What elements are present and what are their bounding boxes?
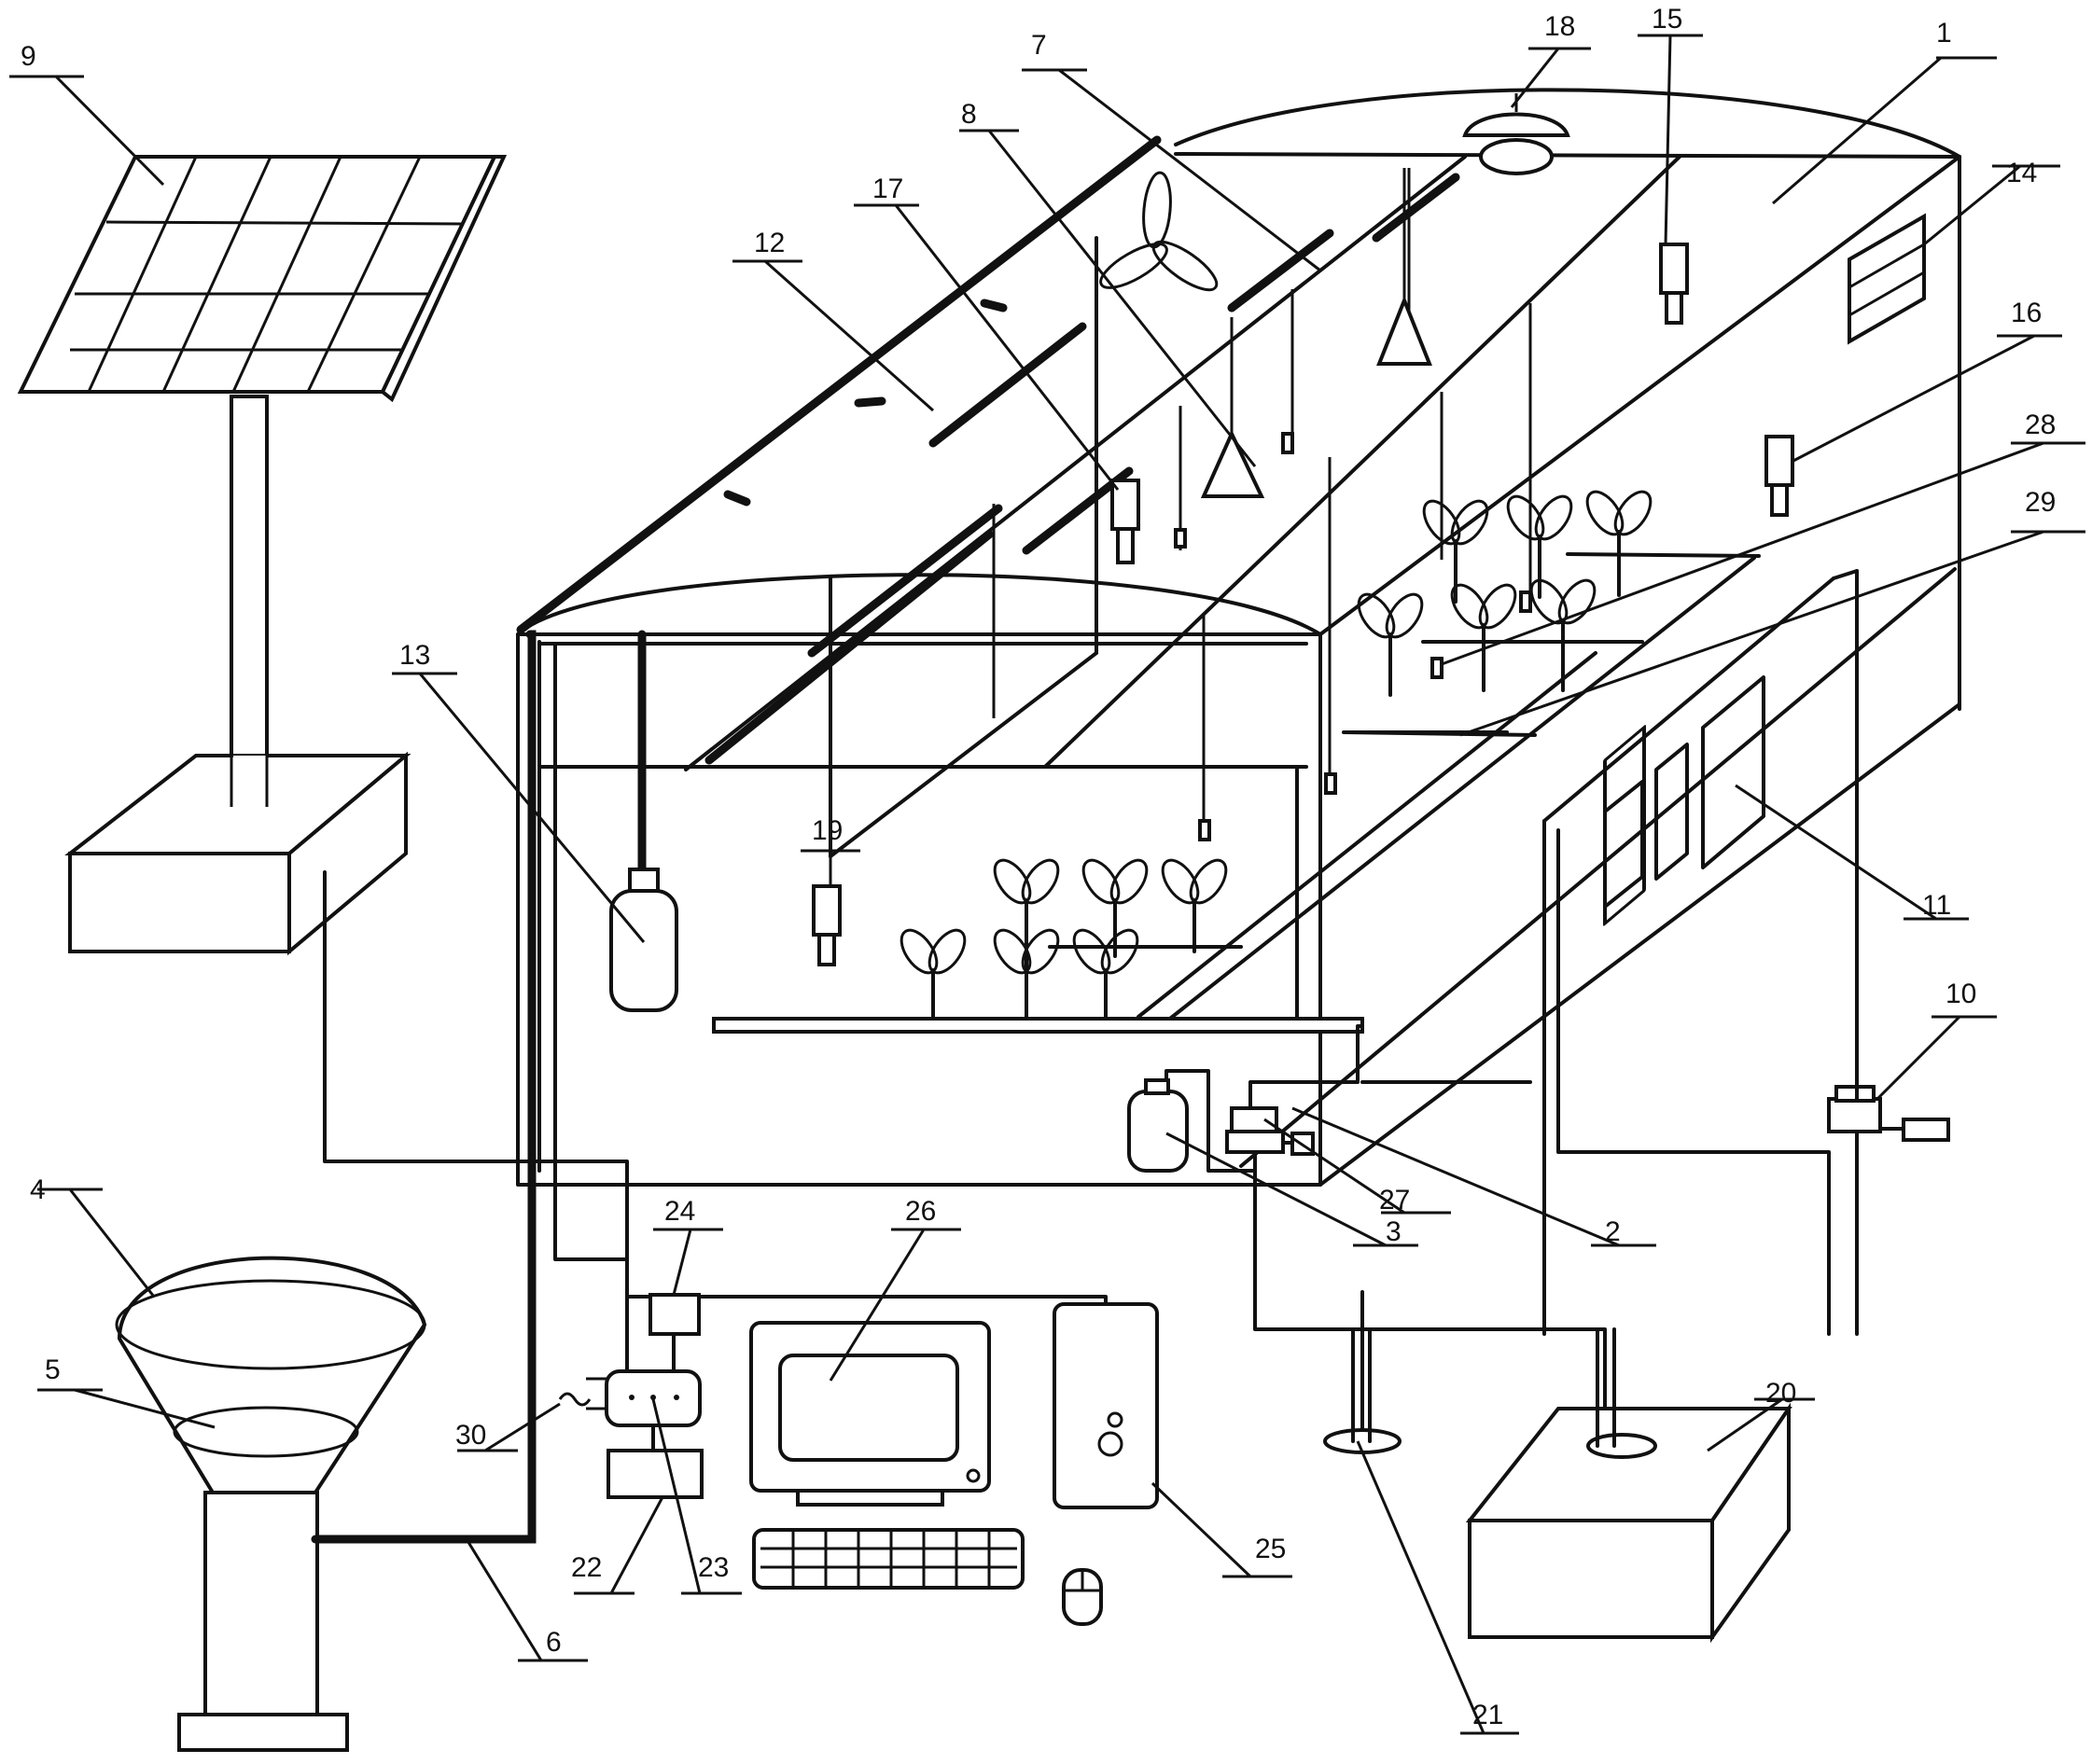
solar-panel	[17, 155, 508, 403]
keyboard	[752, 1528, 1025, 1590]
label-26: 26	[905, 1196, 936, 1227]
label-24: 24	[664, 1196, 695, 1227]
circulation-fan	[1099, 171, 1219, 292]
water-tank	[1465, 1327, 1792, 1644]
sensor	[1110, 479, 1140, 564]
label-4: 4	[30, 1174, 46, 1205]
label-12: 12	[754, 228, 785, 258]
label-2: 2	[1605, 1216, 1621, 1247]
vent-window	[1848, 213, 1926, 345]
label-25: 25	[1255, 1534, 1286, 1564]
label-20: 20	[1765, 1378, 1796, 1409]
computer-host	[1053, 1302, 1159, 1509]
side-door	[1542, 569, 1859, 1336]
rain-collector	[115, 1256, 427, 1752]
roof-light	[1462, 93, 1570, 175]
label-29: 29	[2025, 487, 2056, 518]
label-28: 28	[2025, 410, 2056, 440]
plant-bed-front	[712, 651, 1597, 1034]
leader-lines	[9, 34, 2085, 1735]
label-23: 23	[698, 1552, 729, 1583]
mouse	[1062, 1568, 1103, 1626]
battery-box	[64, 751, 411, 956]
label-13: 13	[399, 640, 430, 671]
label-5: 5	[45, 1354, 61, 1385]
sensor	[812, 884, 842, 966]
label-6: 6	[546, 1627, 562, 1658]
sensor	[1659, 243, 1689, 325]
greenhouse-shell	[516, 88, 1961, 1187]
label-10: 10	[1946, 979, 1976, 1009]
label-15: 15	[1652, 4, 1682, 35]
label-19: 19	[812, 815, 843, 846]
label-14: 14	[2006, 158, 2037, 188]
well-hole	[1323, 1327, 1402, 1454]
label-21: 21	[1472, 1700, 1503, 1730]
plant-bed-back	[1346, 552, 1761, 734]
label-3: 3	[1386, 1216, 1402, 1247]
label-16: 16	[2011, 298, 2042, 328]
label-17: 17	[872, 174, 903, 204]
plants	[900, 490, 1653, 1019]
control-valve	[1225, 1024, 1364, 1156]
water-pump	[1127, 1069, 1257, 1173]
reference-labels: 1 2 3 4 5 6 7 8 9 10 11 12 13 14 15 16 1…	[21, 4, 2056, 1730]
label-22: 22	[571, 1552, 602, 1583]
grow-lamp	[1200, 317, 1265, 498]
sensor	[1764, 435, 1794, 517]
label-27: 27	[1379, 1185, 1410, 1215]
spray-tank	[609, 630, 678, 1012]
label-9: 9	[21, 41, 36, 72]
label-1: 1	[1936, 18, 1952, 49]
solar-panel-pole	[230, 395, 269, 809]
label-30: 30	[455, 1420, 486, 1451]
computer-monitor	[749, 1321, 991, 1507]
label-11: 11	[1922, 890, 1951, 921]
label-7: 7	[1031, 30, 1047, 61]
grow-lamp	[1376, 168, 1432, 366]
label-18: 18	[1544, 11, 1575, 42]
solenoid-valve	[1827, 1020, 1950, 1142]
label-8: 8	[961, 99, 977, 130]
irrigation-pipe	[1253, 1080, 1607, 1443]
controller-unit	[553, 642, 1108, 1499]
